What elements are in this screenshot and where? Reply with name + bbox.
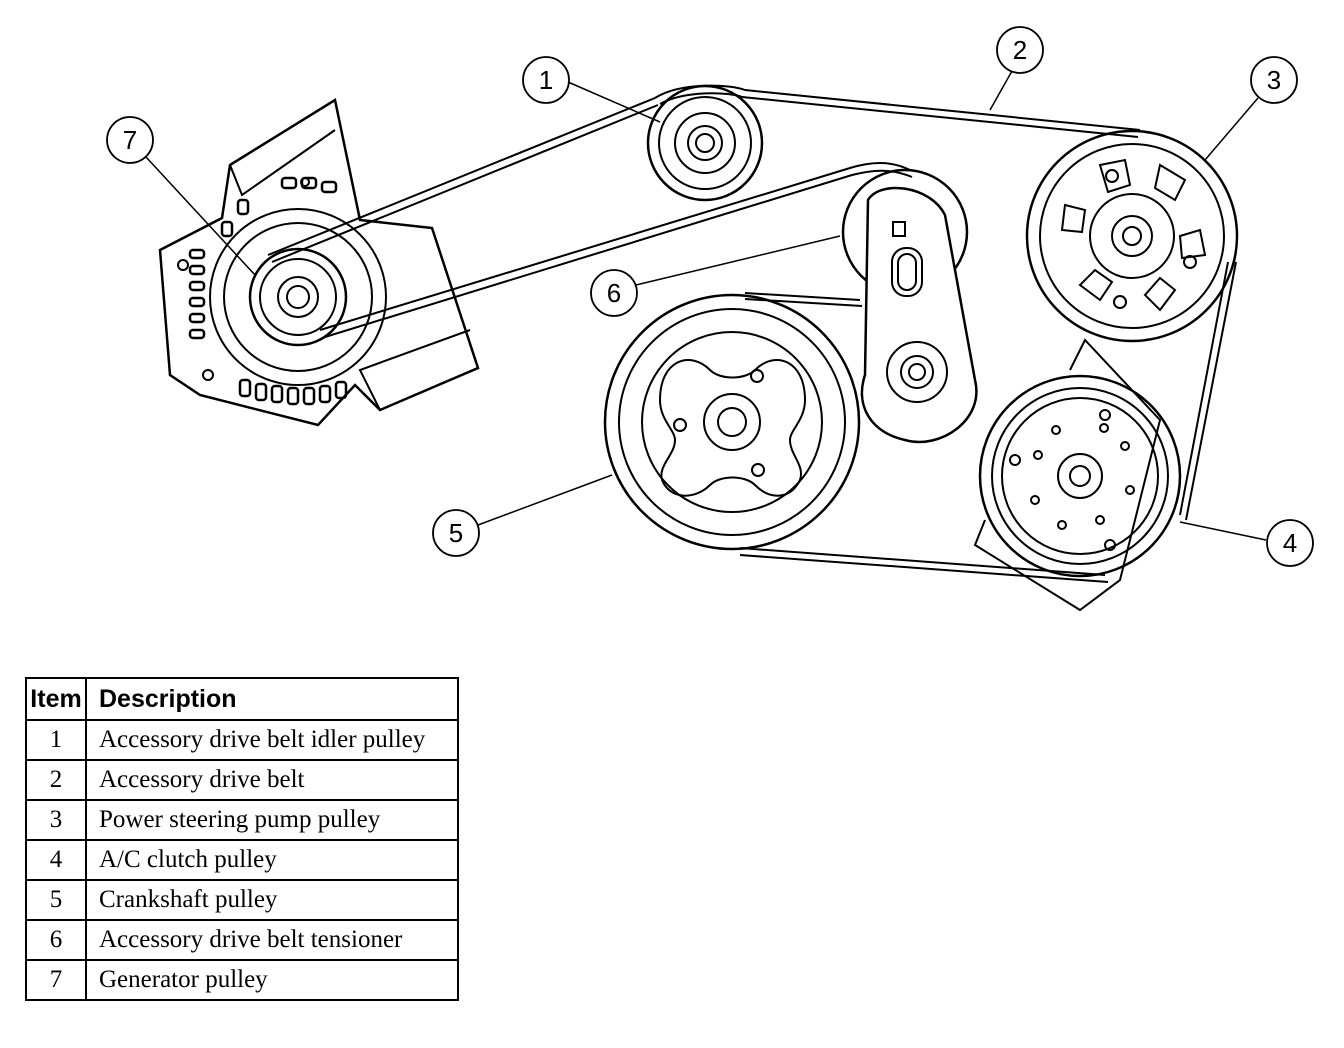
item-description: Crankshaft pulley [85,879,459,921]
item-description: Power steering pump pulley [85,799,459,841]
table-header-row: Item Description [25,677,459,721]
item-description: A/C clutch pulley [85,839,459,881]
table-row: 6 Accessory drive belt tensioner [25,919,459,961]
belt-tensioner [841,168,978,444]
item-number: 1 [25,719,87,761]
accessory-drive-belt [267,84,1237,583]
callout-5: 5 [432,474,613,557]
power-steering-pulley [1025,129,1239,343]
item-number: 2 [25,759,87,801]
callout-1: 1 [522,56,661,123]
idler-pulley [646,84,764,202]
item-description: Accessory drive belt tensioner [85,919,459,961]
ac-compressor [973,338,1162,612]
svg-text:5: 5 [449,518,463,548]
table-row: 5 Crankshaft pulley [25,879,459,921]
parts-legend-table: Item Description 1 Accessory drive belt … [25,677,459,1001]
column-header-description: Description [85,677,459,721]
item-description: Accessory drive belt idler pulley [85,719,459,761]
callout-7: 7 [106,116,256,276]
item-number: 6 [25,919,87,961]
svg-text:6: 6 [607,278,621,308]
generator [158,97,480,427]
callout-6: 6 [590,235,841,317]
crankshaft-pulley [603,293,861,551]
callout-4: 4 [1179,519,1314,567]
item-number: 5 [25,879,87,921]
svg-text:7: 7 [123,125,137,155]
generator-pulley [248,247,348,347]
svg-text:2: 2 [1013,35,1027,65]
item-number: 7 [25,959,87,1001]
item-description: Generator pulley [85,959,459,1001]
table-row: 4 A/C clutch pulley [25,839,459,881]
callout-2: 2 [989,26,1044,111]
belt-routing-diagram: 1 2 3 4 5 6 7 [106,26,1314,612]
svg-text:1: 1 [539,65,553,95]
item-number: 4 [25,839,87,881]
svg-text:4: 4 [1283,528,1297,558]
column-header-item: Item [25,677,87,721]
table-row: 3 Power steering pump pulley [25,799,459,841]
table-row: 7 Generator pulley [25,959,459,1001]
item-number: 3 [25,799,87,841]
ac-clutch-pulley [978,374,1182,578]
svg-text:3: 3 [1267,65,1281,95]
callout-3: 3 [1204,56,1298,161]
item-description: Accessory drive belt [85,759,459,801]
table-row: 1 Accessory drive belt idler pulley [25,719,459,761]
table-row: 2 Accessory drive belt [25,759,459,801]
